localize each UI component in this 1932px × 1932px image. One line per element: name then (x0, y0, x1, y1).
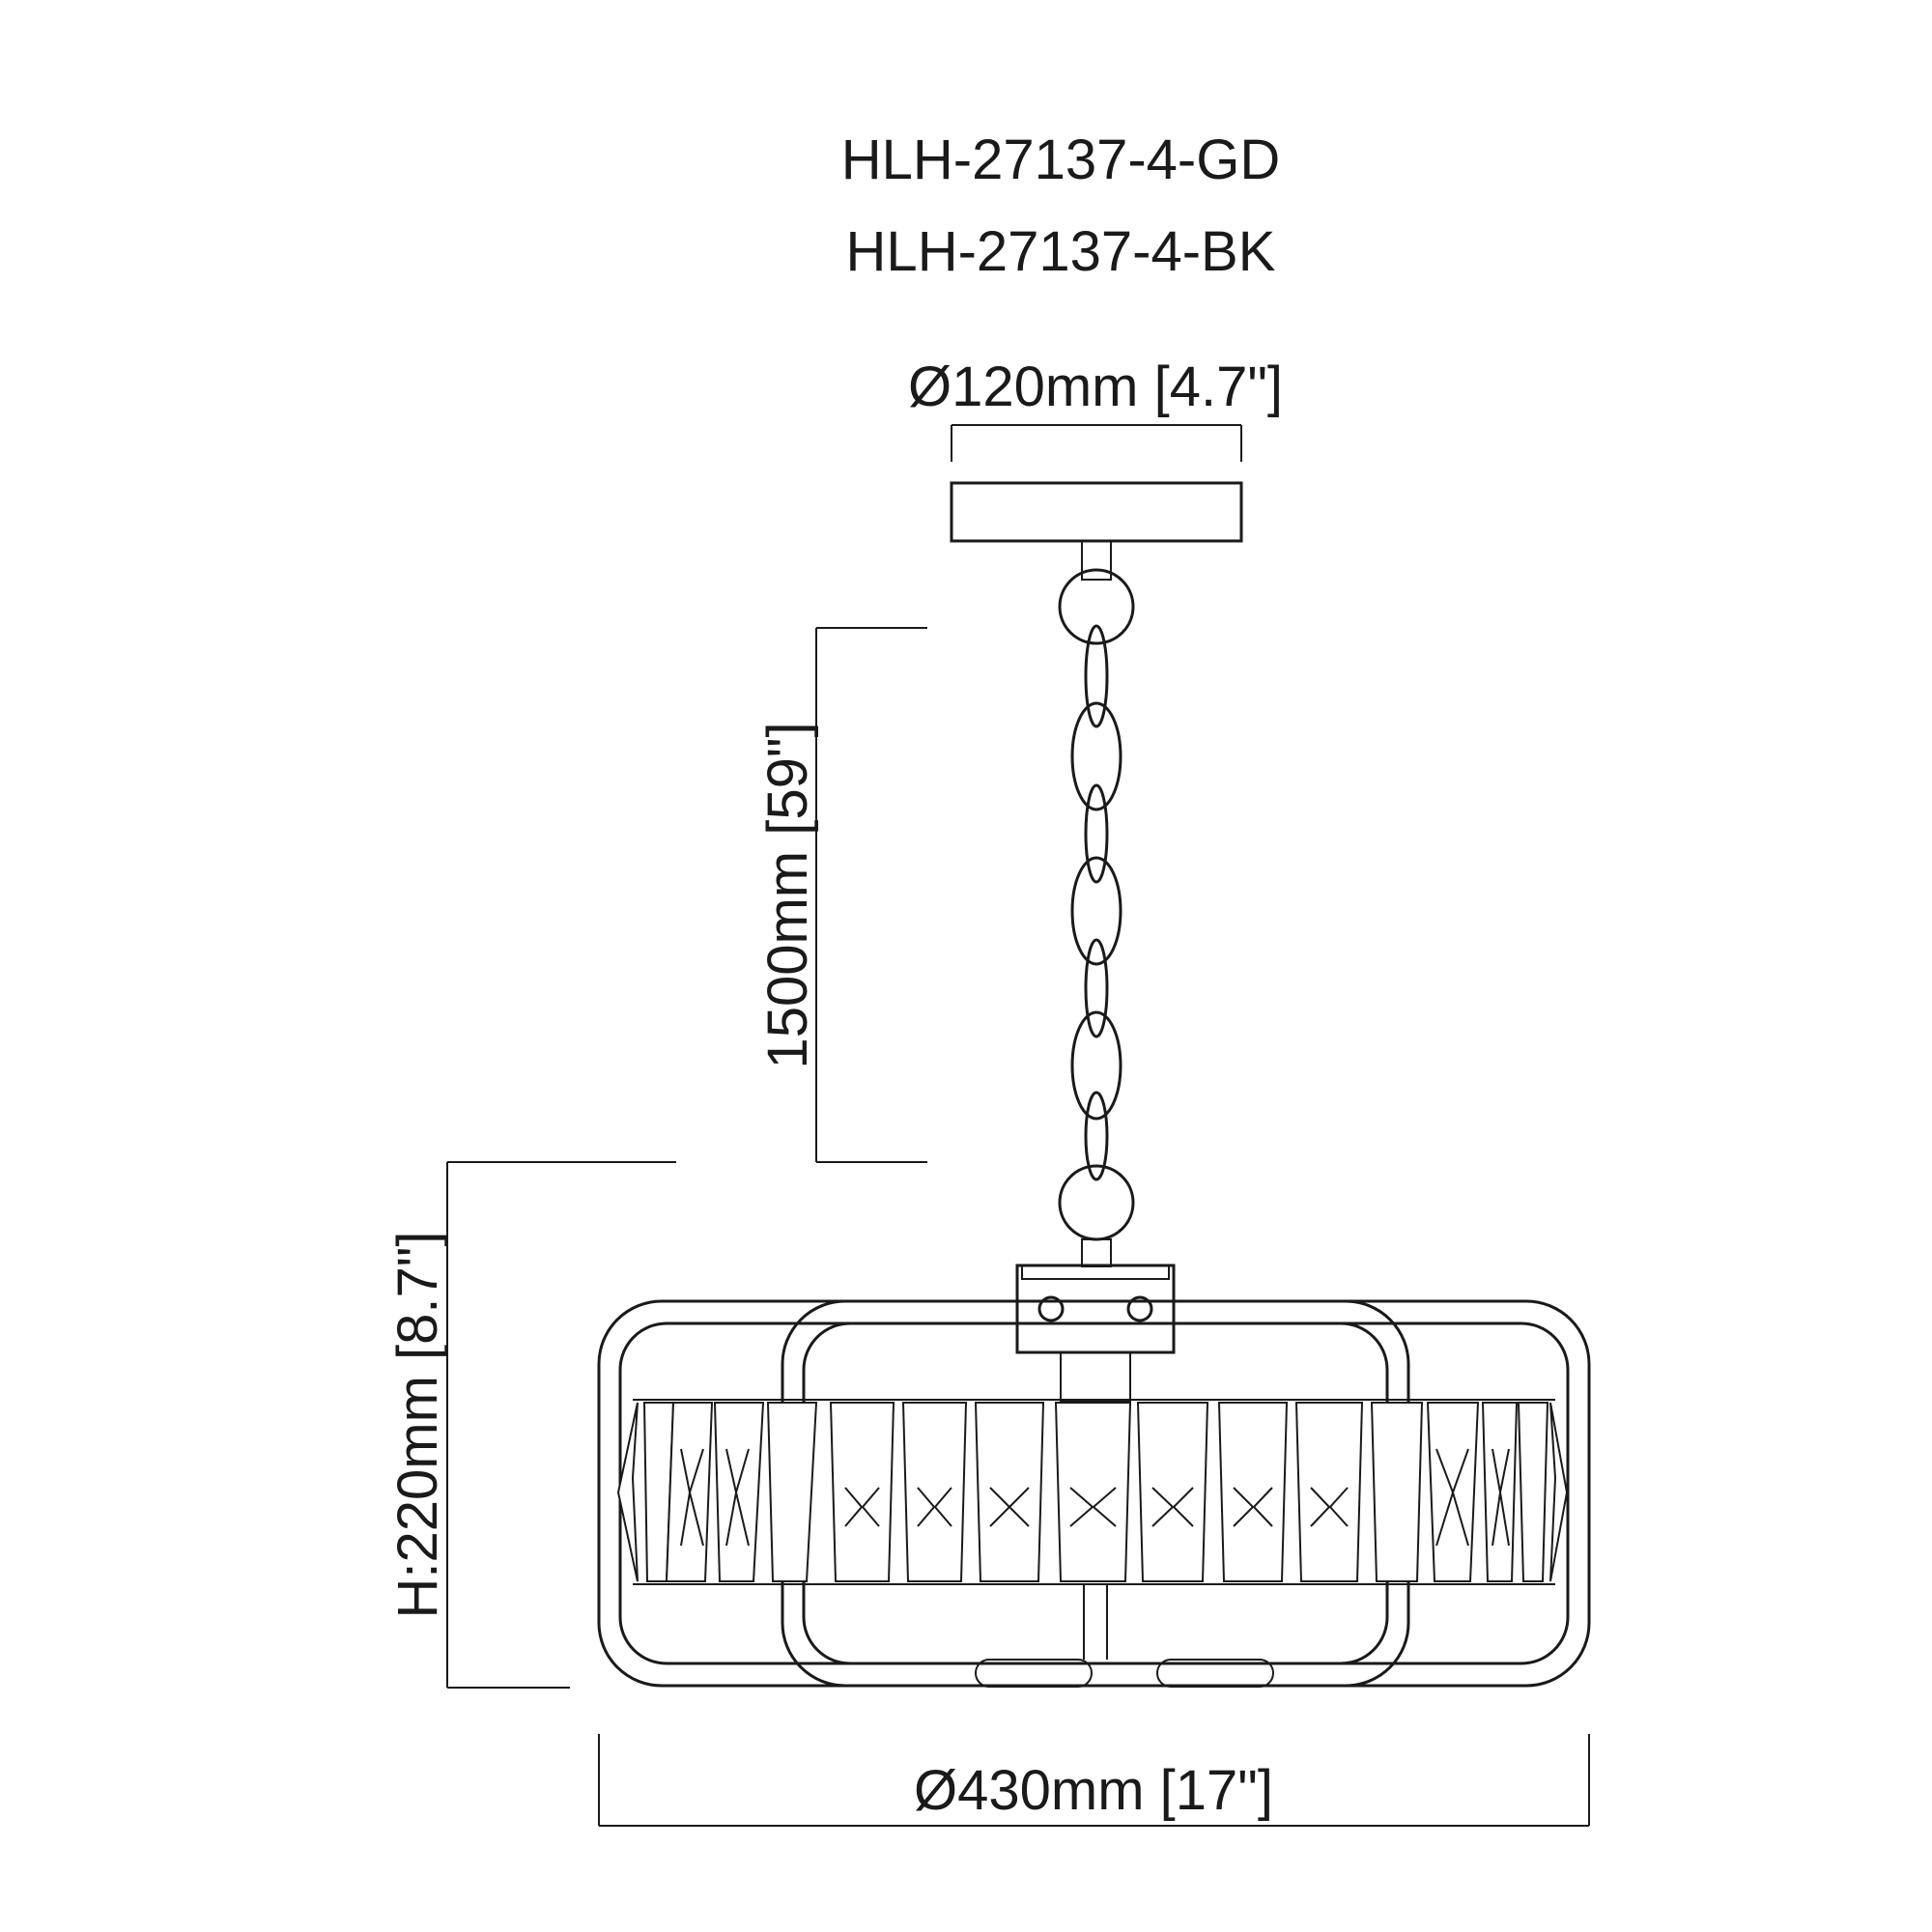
canopy-stem (1081, 540, 1112, 581)
canopy-diameter-label: Ø120mm [4.7"] (908, 355, 1283, 418)
model-number-bk: HLH-27137-4-BK (846, 220, 1276, 283)
chain-length-dimension-line (815, 627, 927, 1163)
canopy-dimension-line (951, 424, 1242, 462)
chain-length-label: 1500mm [59"] (756, 722, 819, 1068)
fixture-diameter-dimension-line (598, 1734, 1590, 1827)
ceiling-canopy (950, 481, 1243, 543)
suspension-chain (1058, 568, 1135, 1267)
fixture-diameter-label: Ø430mm [17"] (914, 1759, 1273, 1822)
crystal-band (616, 1399, 1569, 1585)
model-number-gd: HLH-27137-4-GD (841, 128, 1281, 191)
height-dimension-line (446, 1161, 676, 1689)
height-label: H:220mm [8.7"] (386, 1232, 449, 1619)
